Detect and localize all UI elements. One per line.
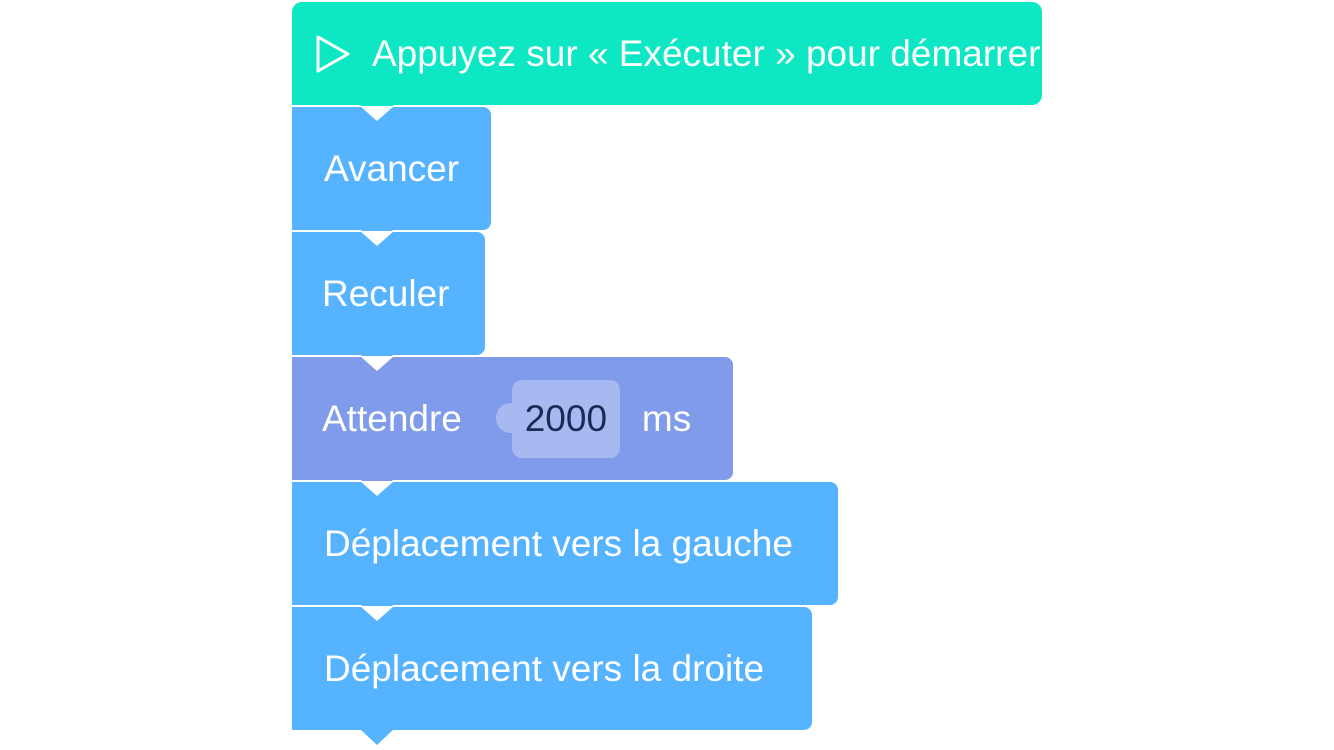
move-forward-label: Avancer — [324, 147, 460, 189]
block-socket — [360, 106, 394, 121]
move-right-block[interactable]: Déplacement vers la droite — [292, 606, 812, 745]
wait-label: Attendre — [322, 397, 462, 439]
block-connector — [360, 729, 394, 745]
start-block[interactable]: Appuyez sur « Exécuter » pour démarrer — [292, 2, 1042, 121]
wait-duration-input[interactable]: 2000 — [495, 379, 620, 458]
move-forward-block[interactable]: Avancer — [292, 106, 491, 245]
wait-duration-value: 2000 — [524, 397, 608, 439]
move-backward-label: Reculer — [322, 272, 450, 314]
block-socket — [360, 606, 394, 621]
block-socket — [360, 356, 394, 371]
wait-unit-label: ms — [641, 397, 692, 439]
wait-block[interactable]: Attendre 2000 ms — [292, 356, 733, 495]
start-label: Appuyez sur « Exécuter » pour démarrer — [372, 32, 1041, 74]
block-socket — [360, 231, 394, 246]
move-left-block[interactable]: Déplacement vers la gauche — [292, 481, 838, 620]
play-icon — [316, 35, 350, 72]
move-backward-block[interactable]: Reculer — [292, 231, 485, 370]
move-left-label: Déplacement vers la gauche — [324, 522, 793, 564]
block-socket — [360, 481, 394, 496]
move-right-label: Déplacement vers la droite — [324, 647, 765, 689]
